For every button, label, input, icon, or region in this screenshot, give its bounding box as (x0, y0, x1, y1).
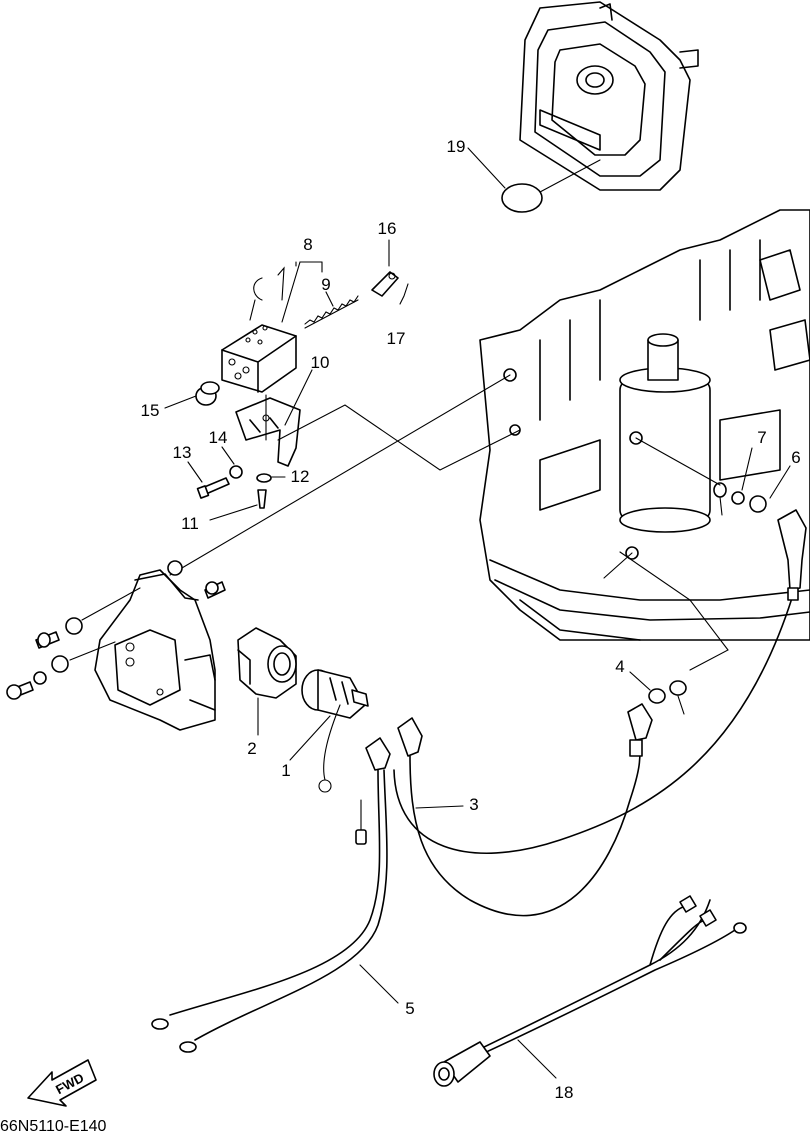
washer-14 (221, 446, 243, 479)
callout-17: 17 (387, 329, 406, 348)
callout-14: 14 (209, 428, 228, 447)
pin-17 (399, 283, 409, 305)
callout-7: 7 (757, 428, 766, 447)
relay-block-8 (221, 261, 323, 393)
mount-bracket (94, 569, 216, 731)
spring-9 (304, 291, 359, 329)
callout-10: 10 (311, 353, 330, 372)
plug-19 (467, 147, 601, 213)
callout-11: 11 (181, 514, 199, 533)
callout-6: 6 (791, 448, 800, 467)
cover-plate (519, 1, 699, 191)
callout-19: 19 (447, 137, 466, 156)
callout-2: 2 (247, 739, 256, 758)
callout-18: 18 (555, 1083, 574, 1102)
callout-9: 9 (321, 275, 330, 294)
callout-3: 3 (469, 795, 478, 814)
grommet-15 (164, 381, 220, 409)
callout-12: 12 (291, 467, 310, 486)
bracket-10 (235, 369, 313, 467)
relay-1 (289, 669, 369, 793)
engine-block (479, 209, 810, 641)
callout-8: 8 (303, 235, 312, 254)
holder-2 (237, 627, 297, 736)
bolt-13 (187, 461, 230, 499)
harness-18 (433, 895, 747, 1087)
cable-4 (603, 551, 729, 757)
left-fasteners (6, 560, 226, 700)
callout-4: 4 (615, 657, 624, 676)
callout-15: 15 (141, 401, 160, 420)
fwd-arrow-icon: FWD (27, 1059, 97, 1107)
cable-6-7 (635, 437, 807, 601)
washer-12 (256, 473, 286, 483)
callout-13: 13 (173, 443, 192, 462)
callout-16: 16 (378, 219, 397, 238)
harness-3 (151, 597, 793, 1053)
screw-16 (371, 239, 399, 297)
callout-5: 5 (405, 999, 414, 1018)
diagram-code: 66N5110-E140 (0, 1118, 107, 1135)
screw-11 (209, 489, 267, 521)
callout-1: 1 (281, 761, 290, 780)
